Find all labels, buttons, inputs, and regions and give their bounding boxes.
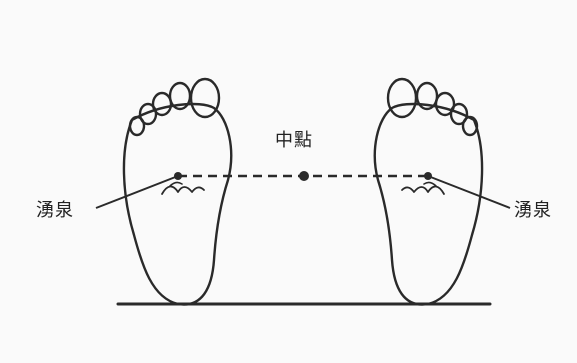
center-point bbox=[299, 171, 309, 181]
left-big-toe bbox=[191, 79, 219, 117]
left-toe-5 bbox=[130, 117, 144, 135]
left-crease bbox=[162, 186, 204, 194]
right-big-toe bbox=[388, 79, 416, 117]
right-toe-5 bbox=[463, 117, 477, 135]
right-crease-2 bbox=[424, 182, 436, 186]
left-point-label: 湧泉 bbox=[36, 196, 74, 222]
right-crease bbox=[402, 186, 444, 194]
center-point-label: 中點 bbox=[275, 126, 313, 152]
left-crease-2 bbox=[170, 182, 182, 186]
right-point-label: 湧泉 bbox=[514, 196, 552, 222]
right-leader-line bbox=[428, 176, 510, 208]
left-leader-line bbox=[96, 176, 178, 208]
